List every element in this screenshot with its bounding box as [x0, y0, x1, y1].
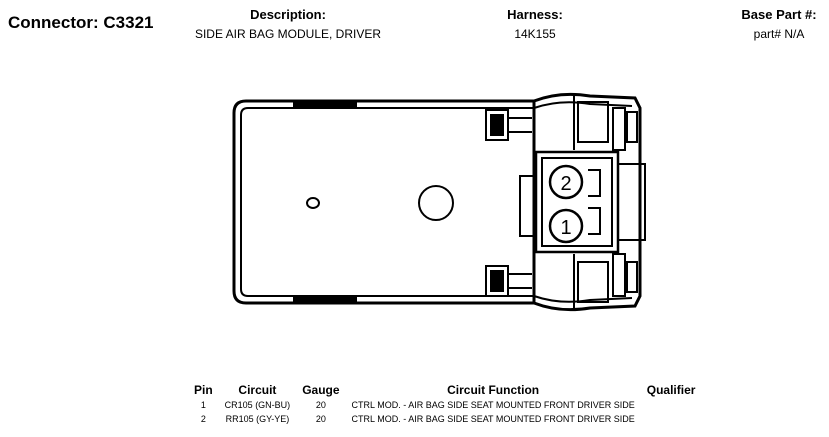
bottom-edge-bar	[293, 295, 357, 304]
row-gauge: 20	[315, 414, 326, 424]
row-circuit: RR105 (GY-YE)	[225, 414, 290, 424]
header-qualifier: Qualifier	[646, 383, 696, 397]
row-gauge: 20	[315, 400, 326, 410]
row-pin: 1	[200, 400, 206, 410]
header-function: Circuit Function	[447, 383, 540, 397]
pin-table-header: Pin Circuit Gauge Circuit Function Quali…	[188, 382, 701, 398]
harness-value: 14K155	[514, 27, 556, 41]
base-part-label: Base Part #:	[741, 7, 817, 22]
connector-body	[232, 99, 534, 305]
pin-cavity-1: 1	[548, 208, 584, 244]
description-value: SIDE AIR BAG MODULE, DRIVER	[194, 27, 382, 41]
row-circuit: CR105 (GN-BU)	[224, 400, 291, 410]
connector-housing	[519, 92, 646, 312]
base-part-block: Base Part #: part# N/A	[730, 7, 828, 41]
row-pin: 2	[200, 414, 206, 424]
header-gauge: Gauge	[302, 383, 340, 397]
description-label: Description:	[250, 7, 326, 22]
table-row: 2 RR105 (GY-YE) 20 CTRL MOD. - AIR BAG S…	[188, 412, 701, 426]
pin-label-2: 2	[560, 173, 571, 195]
pin-table: Pin Circuit Gauge Circuit Function Quali…	[188, 382, 701, 426]
header-circuit: Circuit	[238, 383, 277, 397]
large-hole	[418, 185, 454, 221]
bottom-latch-tab	[485, 265, 532, 297]
base-part-value: part# N/A	[753, 27, 805, 41]
pin-cavity-2: 2	[548, 164, 584, 200]
connector-id: C3321	[103, 13, 154, 32]
table-row: 1 CR105 (GN-BU) 20 CTRL MOD. - AIR BAG S…	[188, 398, 701, 412]
row-qualifier	[641, 412, 702, 426]
header-pin: Pin	[194, 383, 213, 397]
row-function: CTRL MOD. - AIR BAG SIDE SEAT MOUNTED FR…	[351, 414, 635, 424]
pin-label-1: 1	[560, 217, 571, 239]
top-edge-bar	[293, 100, 357, 109]
description-block: Description: SIDE AIR BAG MODULE, DRIVER	[178, 7, 398, 41]
harness-block: Harness: 14K155	[490, 7, 580, 41]
connector-title: Connector: C3321	[8, 13, 154, 33]
connector-label: Connector:	[8, 13, 99, 32]
connector-diagram: 2 1	[232, 92, 646, 312]
harness-label: Harness:	[507, 7, 563, 22]
row-qualifier	[641, 398, 702, 412]
small-hole	[306, 197, 320, 209]
row-function: CTRL MOD. - AIR BAG SIDE SEAT MOUNTED FR…	[351, 400, 635, 410]
top-latch-tab	[485, 109, 532, 141]
